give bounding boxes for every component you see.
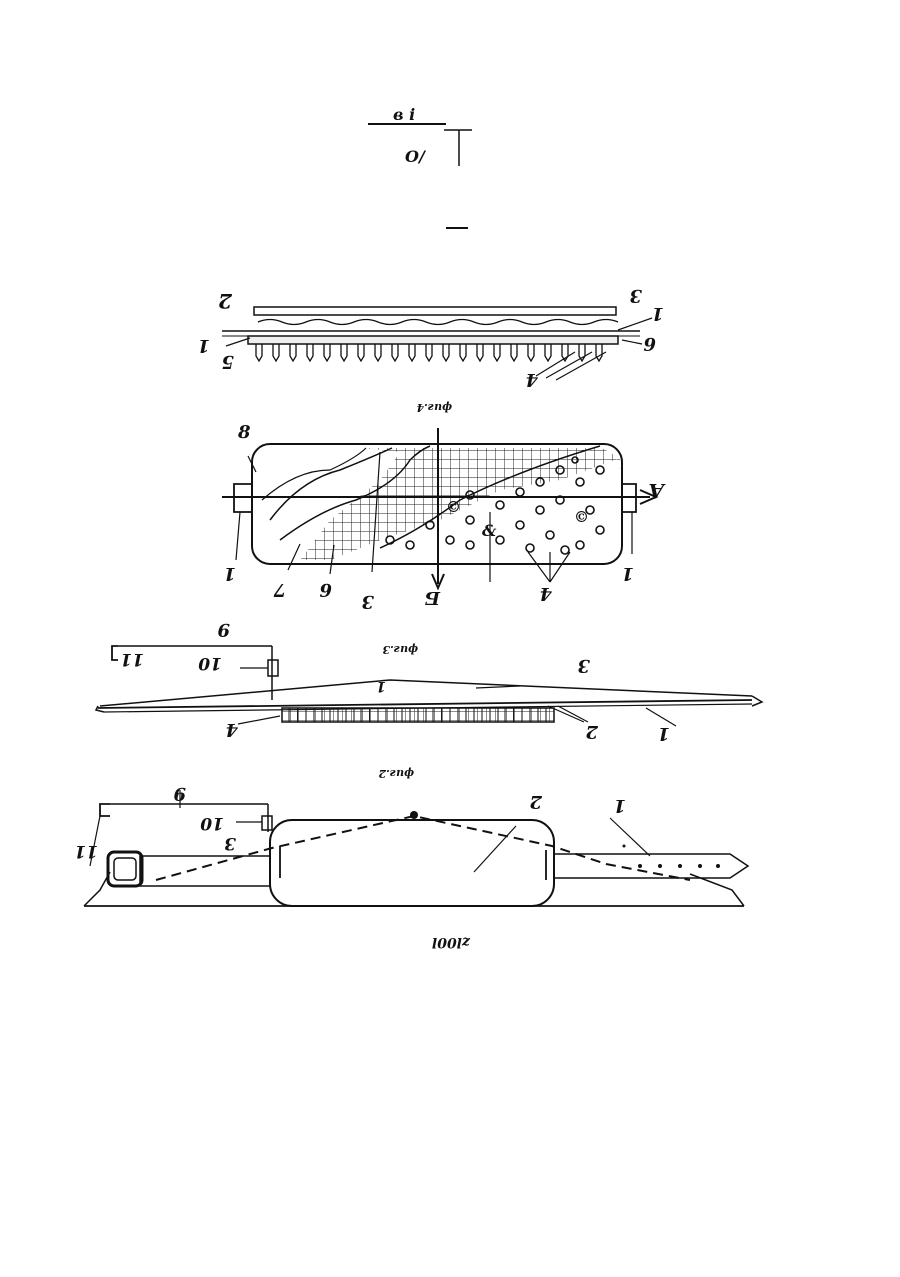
figure-2: фиг.2 9 10 3 11 2 1 <box>74 767 748 906</box>
fig4-label-5: 5 <box>221 351 234 372</box>
fig3-label-4: 4 <box>225 719 238 740</box>
fig4-caption: фиг.4 <box>416 401 452 414</box>
fig3-label-1b: 1 <box>376 678 386 694</box>
fig2-label-1: 1 <box>613 795 626 816</box>
fig4-label-1a: 1 <box>197 335 210 356</box>
fig3top-label-1a: 1 <box>223 563 236 584</box>
fig3-caption: фиг.3 <box>382 643 418 656</box>
fig3top-symbol-c1: © <box>446 498 461 516</box>
header-mark-bottom: O/ <box>405 147 427 166</box>
fig2-label-3: 3 <box>224 833 236 853</box>
figure-4: 2 1 5 3 1 6 4 фиг.4 <box>197 285 664 414</box>
fig3top-label-4: 4 <box>539 583 552 604</box>
fig3top-label-3: 3 <box>361 591 374 612</box>
fig4-label-2: 2 <box>218 289 233 313</box>
fig2-label-11: 11 <box>74 841 98 861</box>
fig3-label-9: 9 <box>217 619 230 640</box>
fig2-caption: фиг.2 <box>378 767 414 780</box>
fig3top-label-B: Б <box>425 587 441 608</box>
figure-4-plan: © © 8 A 1 7 6 3 Б 1 4 & <box>222 422 666 612</box>
header-mark-top: в i <box>393 105 415 124</box>
fig3top-label-1b: 1 <box>621 563 634 584</box>
fig3-label-2: 2 <box>585 721 599 742</box>
header-marks: в i O/ <box>368 105 472 228</box>
fig4-label-4: 4 <box>525 369 538 390</box>
fig2-label-10: 10 <box>200 813 224 833</box>
fig3-label-1: 1 <box>657 723 670 744</box>
fig3top-label-8: 8 <box>237 422 251 443</box>
fig2-label-9: 9 <box>173 783 186 804</box>
footer-code: zl00l <box>432 934 471 950</box>
fig2-label-2: 2 <box>529 791 543 812</box>
fig3top-label-amp: & <box>482 521 497 540</box>
fig3-label-3: 3 <box>577 655 590 676</box>
figure-3: фиг.3 9 11 10 3 1 2 1 4 <box>96 619 762 744</box>
fig3top-label-7: 7 <box>273 579 286 600</box>
fig4-label-1b: 1 <box>651 303 664 324</box>
fig4-label-3: 3 <box>629 285 642 306</box>
fig3top-label-A: A <box>648 479 666 503</box>
fig3-label-10: 10 <box>198 653 222 673</box>
fig3top-symbol-c2: © <box>574 508 589 526</box>
fig4-label-6: 6 <box>643 333 656 354</box>
fig3top-label-6: 6 <box>319 579 332 600</box>
fig3-label-11: 11 <box>120 649 144 669</box>
